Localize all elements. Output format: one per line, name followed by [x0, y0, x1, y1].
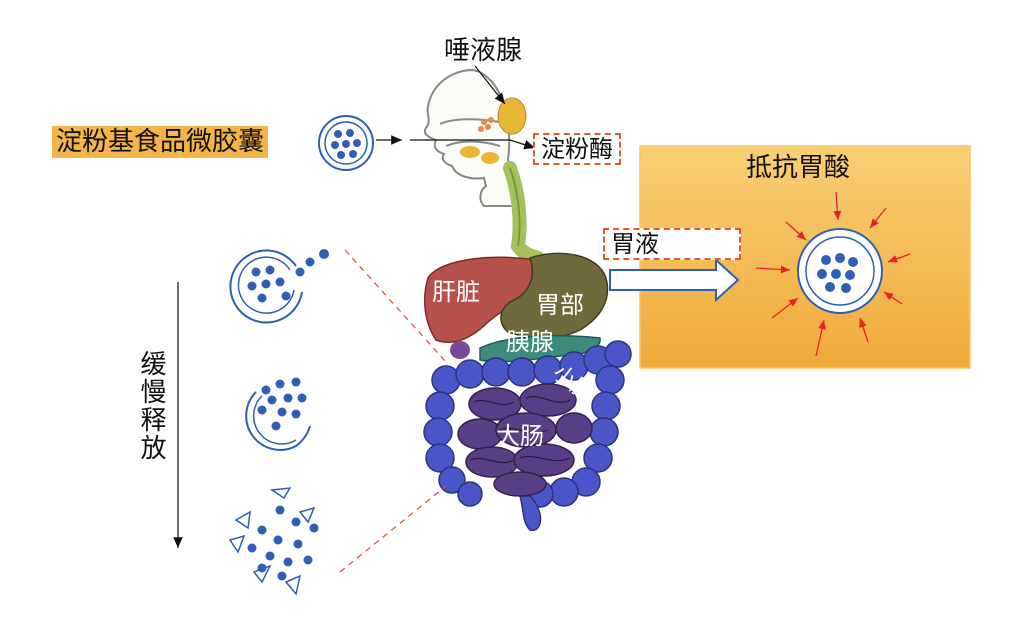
label-liver: 肝脏 — [432, 278, 480, 306]
release-stage-3-icon — [228, 487, 319, 596]
stomach-to-panel-arrow — [609, 257, 740, 303]
small-intestine-icon — [457, 383, 593, 497]
microcapsule-icon — [318, 115, 374, 171]
label-gastric-juice: 胃液 — [603, 228, 741, 260]
label-stomach: 胃部 — [536, 291, 584, 319]
mouth-to-amylase-arrow — [509, 139, 536, 150]
label-pancreas: 胰腺 — [506, 328, 554, 356]
release-stage-2-icon — [245, 377, 311, 451]
label-large-intestine: 大肠 — [496, 422, 544, 450]
protected-capsule-icon — [797, 228, 883, 314]
zoom-line-bottom — [339, 485, 447, 573]
label-slow-release: 缓慢释放 — [136, 350, 166, 462]
liver-icon — [423, 256, 547, 343]
zoom-line-top — [344, 249, 447, 363]
head-profile-icon — [424, 68, 527, 207]
label-microcapsule: 淀粉基食品微胶囊 — [52, 126, 269, 158]
label-amylase: 淀粉酶 — [533, 133, 621, 165]
label-salivary-gland: 唾液腺 — [444, 36, 523, 66]
release-stage-1-icon — [229, 249, 329, 324]
salivary-gland-pointer — [474, 65, 506, 105]
acid-arrows — [755, 191, 911, 357]
label-resist-acid: 抵抗胃酸 — [746, 153, 851, 183]
